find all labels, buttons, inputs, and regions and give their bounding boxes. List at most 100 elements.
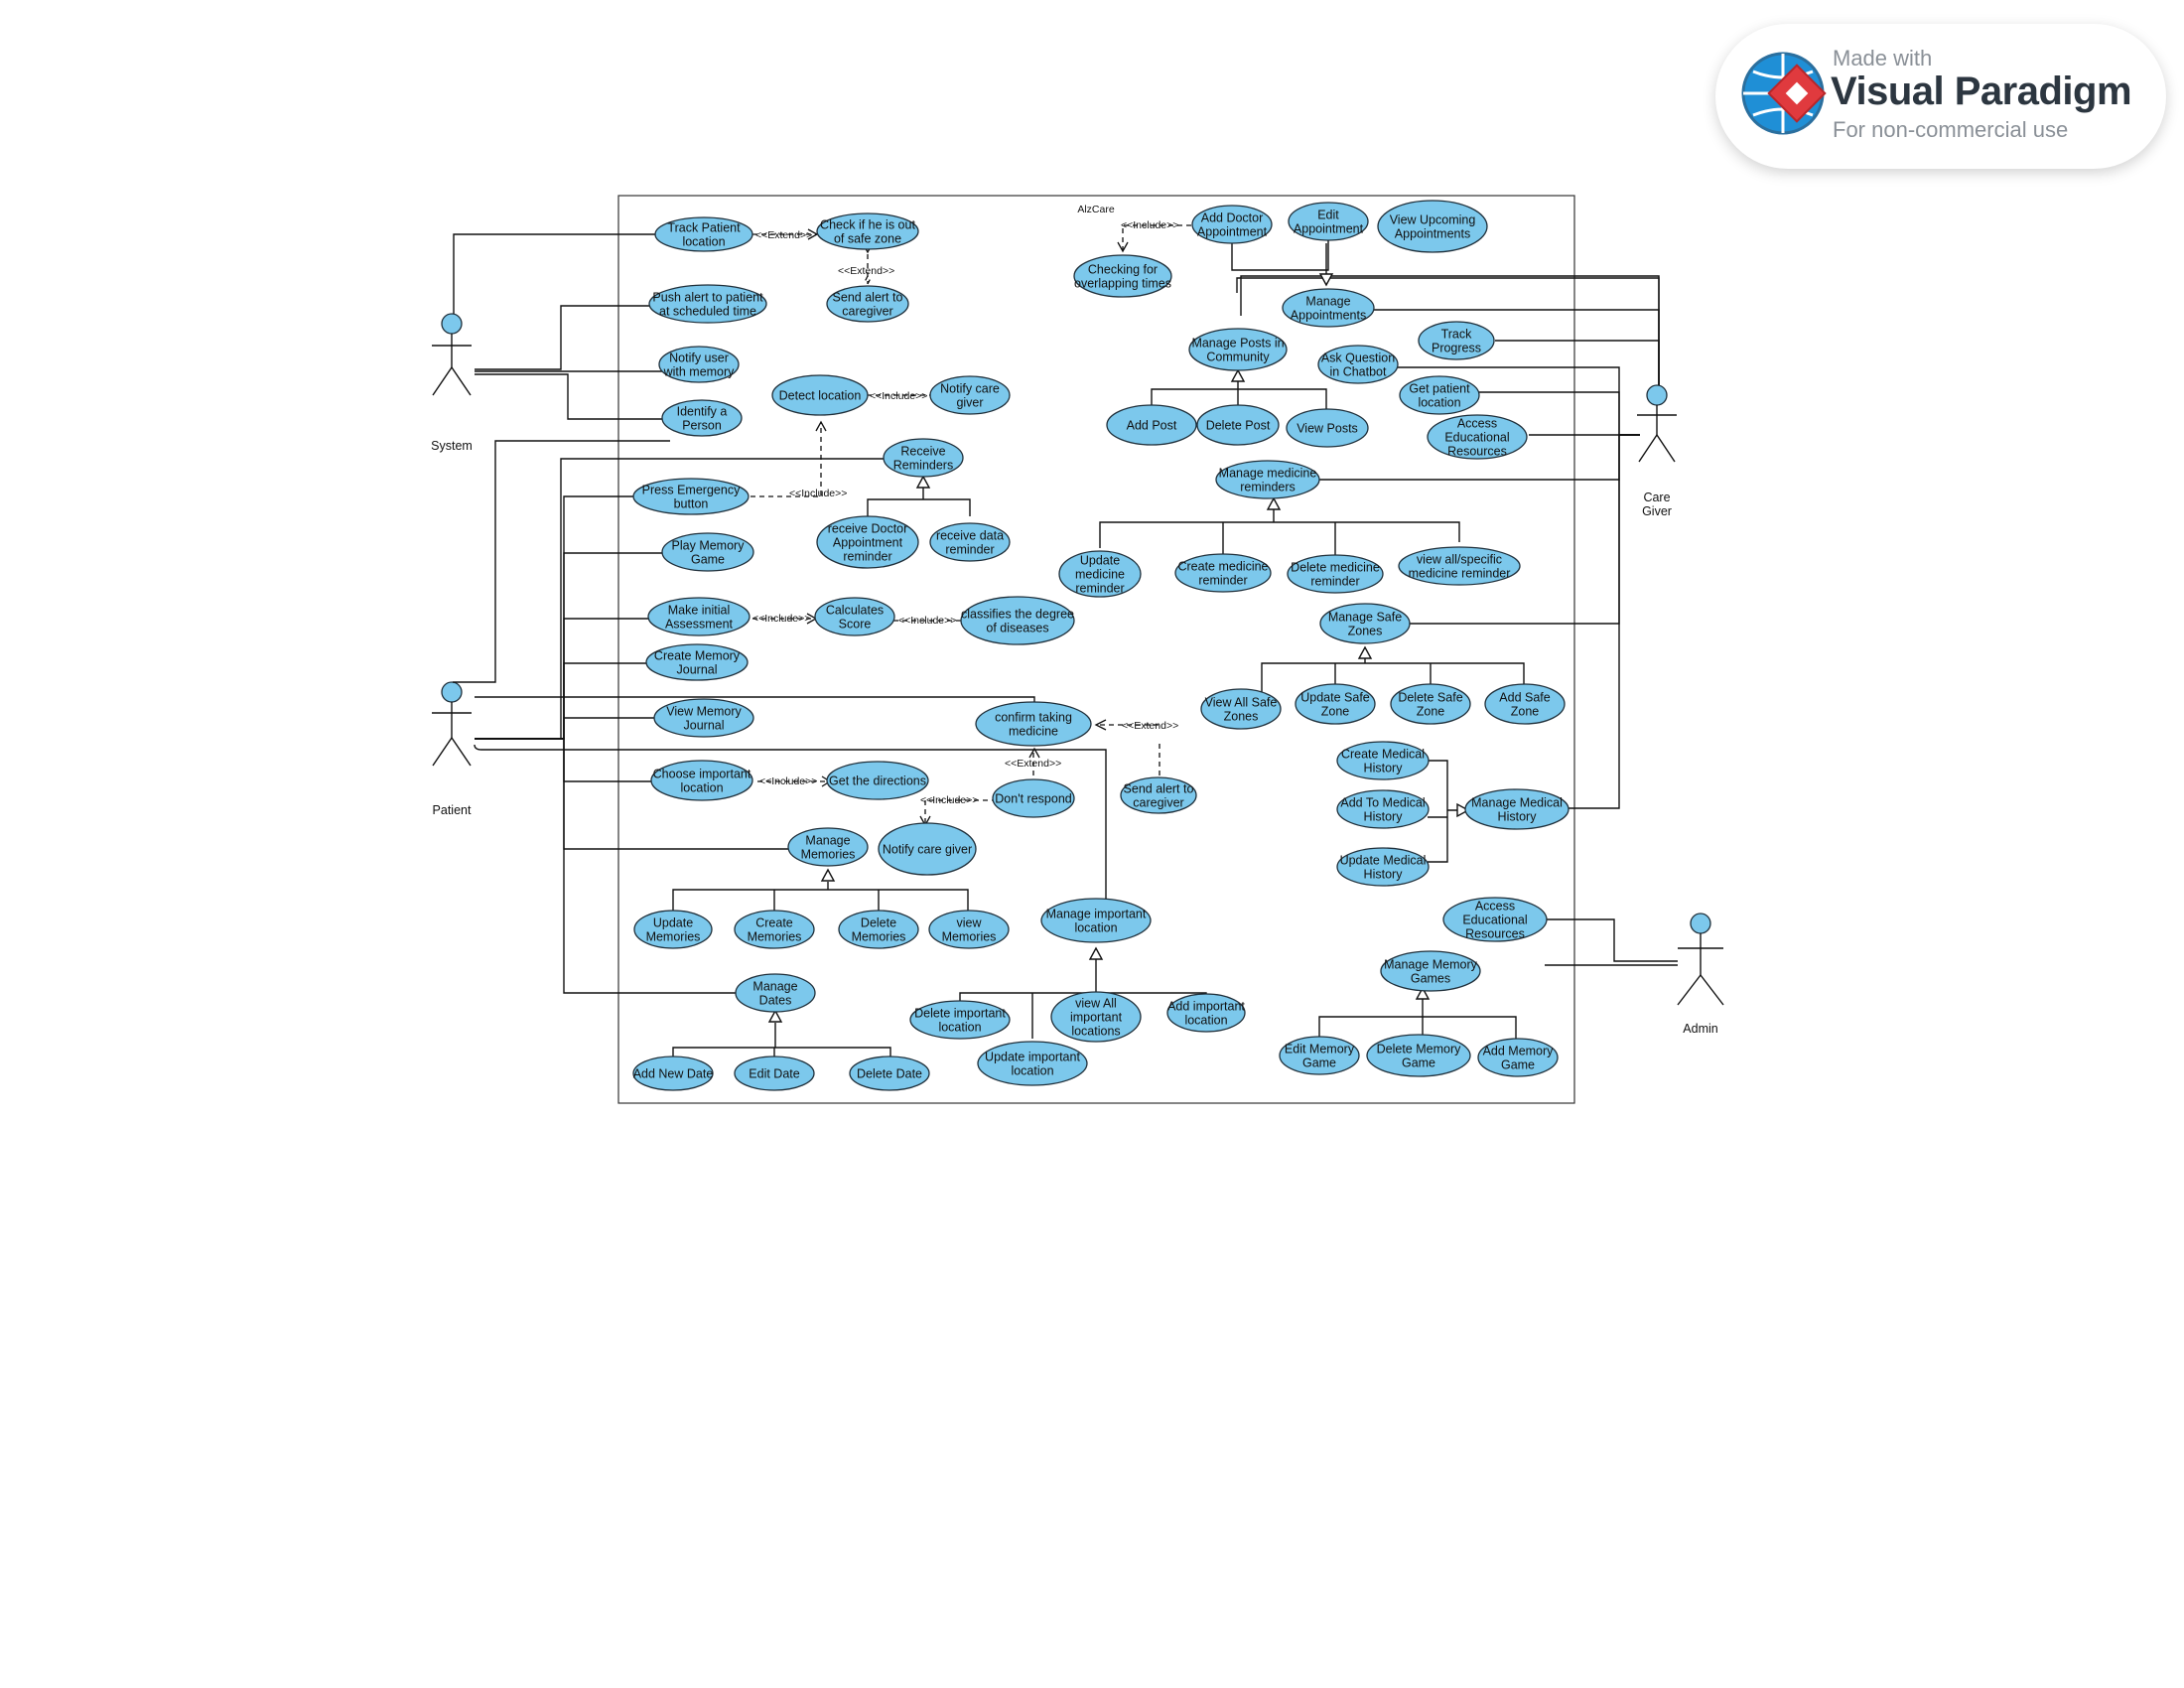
- use-case-ellipse: [909, 1000, 1011, 1040]
- use-case-notify-care-giver-1[interactable]: Notify caregiver: [929, 375, 1011, 415]
- use-case-get-directions[interactable]: Get the directions: [826, 761, 929, 800]
- use-case-label: Create Medical: [1341, 748, 1425, 762]
- use-case-ellipse: [1106, 404, 1197, 446]
- use-case-view-posts[interactable]: View Posts: [1286, 408, 1369, 448]
- actor-patient[interactable]: [432, 681, 472, 767]
- use-case-label: receive data: [936, 529, 1004, 543]
- use-case-label: Memories: [748, 930, 802, 944]
- use-case-ellipse: [1477, 1038, 1559, 1077]
- use-case-label: Game: [691, 553, 725, 567]
- use-case-label: location: [1011, 1064, 1053, 1078]
- actor-admin[interactable]: [1677, 913, 1724, 1006]
- use-case-label: medicine: [1009, 725, 1058, 739]
- use-case-ellipse: [735, 973, 816, 1013]
- use-case-label: Assessment: [665, 618, 734, 632]
- include-label-5: <<Include>>: [759, 775, 817, 787]
- use-case-detect-location[interactable]: Detect location: [771, 374, 869, 416]
- use-case-label: view all/specific: [1417, 553, 1502, 567]
- use-case-add-post[interactable]: Add Post: [1106, 404, 1197, 446]
- use-case-delete-post[interactable]: Delete Post: [1196, 404, 1280, 446]
- actor-caregiver[interactable]: [1637, 384, 1677, 463]
- dependencies: [751, 224, 1191, 824]
- use-case-label: View Memory: [666, 705, 742, 719]
- use-case-ellipse: [849, 1055, 930, 1091]
- use-case-label: Game: [1402, 1056, 1435, 1070]
- use-case-ellipse: [1279, 1036, 1360, 1075]
- use-case-notify-care-giver-2[interactable]: Notify care giver: [878, 822, 977, 876]
- use-case-label: View Upcoming: [1390, 213, 1476, 227]
- actor-system[interactable]: [432, 313, 472, 396]
- use-case-dont-respond[interactable]: Don't respond: [992, 778, 1075, 818]
- use-case-label: Educational: [1444, 431, 1509, 445]
- use-case-label: reminders: [1240, 481, 1296, 494]
- use-case-add-new-date[interactable]: Add New Date: [632, 1055, 714, 1091]
- use-case-delete-date[interactable]: Delete Date: [849, 1055, 930, 1091]
- use-case-label: Dates: [759, 994, 792, 1008]
- use-case-ellipse: [1336, 741, 1430, 780]
- use-case-ellipse: [1215, 460, 1320, 499]
- use-case-edit-date[interactable]: Edit Date: [734, 1055, 815, 1091]
- use-case-label: Zone: [1511, 705, 1540, 719]
- use-case-label: Journal: [677, 663, 718, 677]
